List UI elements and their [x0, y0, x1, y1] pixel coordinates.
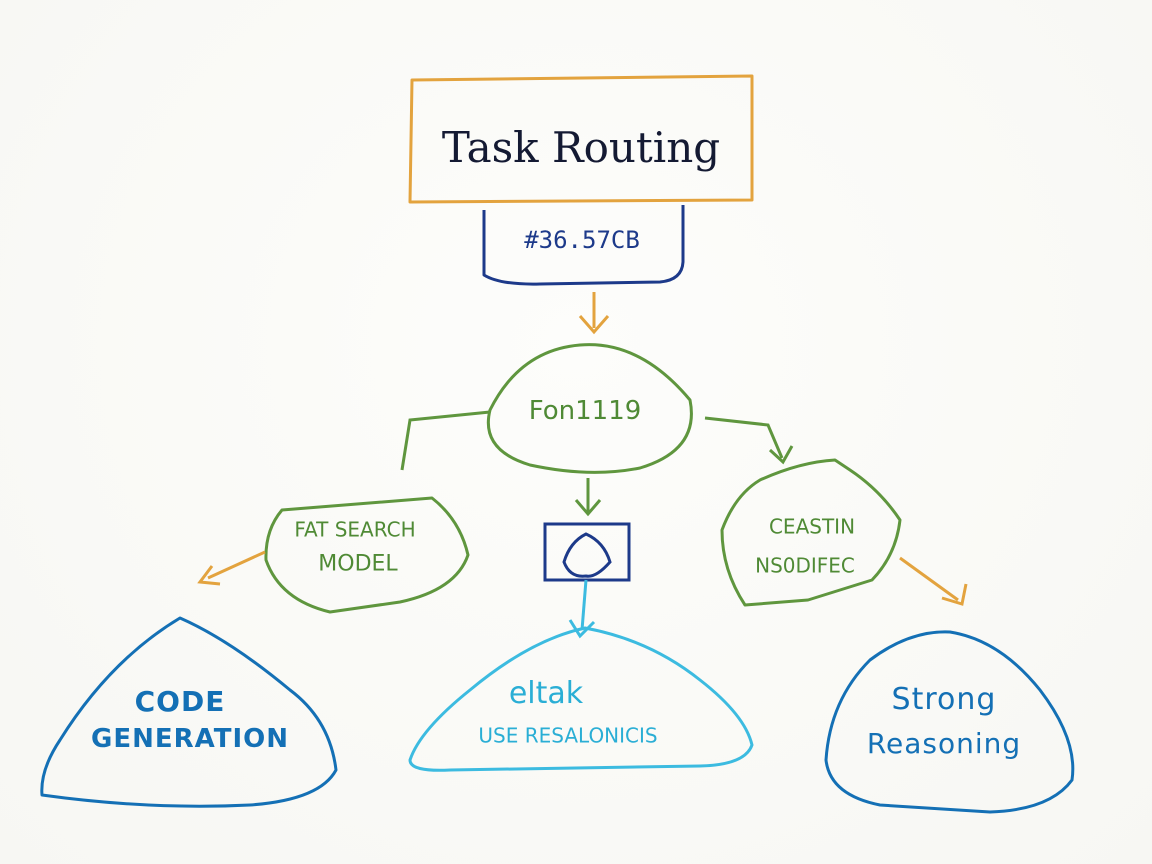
connector-left	[400, 410, 491, 471]
strong-reasoning-line1: Strong	[891, 681, 997, 717]
root-box	[408, 74, 754, 204]
arrow-to-strong-reasoning	[899, 556, 959, 602]
center-target-line2: USE RESALONICIS	[478, 723, 658, 748]
code-generation-mound	[40, 616, 338, 808]
creative-line1: CEASTIN	[768, 514, 856, 539]
arrow-to-center-target	[580, 579, 588, 631]
arrow-to-center-target-head	[568, 619, 596, 639]
arrow-to-code-generation	[207, 550, 266, 580]
arrow-to-strong-reasoning-head	[941, 583, 968, 606]
id-tag-box	[482, 205, 685, 286]
arrow-to-router-head	[578, 315, 610, 335]
creative-blob	[720, 458, 902, 607]
strong-reasoning-line2: Reasoning	[866, 726, 1022, 760]
fast-search-line2: MODEL	[318, 551, 398, 577]
center-target-mound	[408, 626, 754, 772]
center-target-line1: eltak	[508, 675, 584, 711]
code-generation-line2: GENERATION	[90, 724, 290, 755]
id-tag-label: #36.57CB	[524, 226, 640, 255]
router-model-box	[543, 522, 631, 582]
code-generation-line1: CODE	[134, 684, 226, 718]
connector-right	[704, 416, 784, 459]
connector-down-head	[574, 499, 602, 517]
router-model-icon	[562, 532, 612, 578]
creative-line2: NS0DIFEC	[755, 553, 855, 578]
fast-search-blob	[264, 496, 470, 614]
router-blob	[486, 343, 693, 474]
fast-search-line1: FAT SEARCH	[294, 517, 416, 542]
strong-reasoning-mound	[824, 630, 1075, 814]
connector-right-head	[768, 445, 794, 465]
arrow-to-code-generation-head	[197, 565, 221, 586]
router-label: Fon1119	[528, 396, 642, 427]
root-title: Task Routing	[441, 122, 721, 172]
